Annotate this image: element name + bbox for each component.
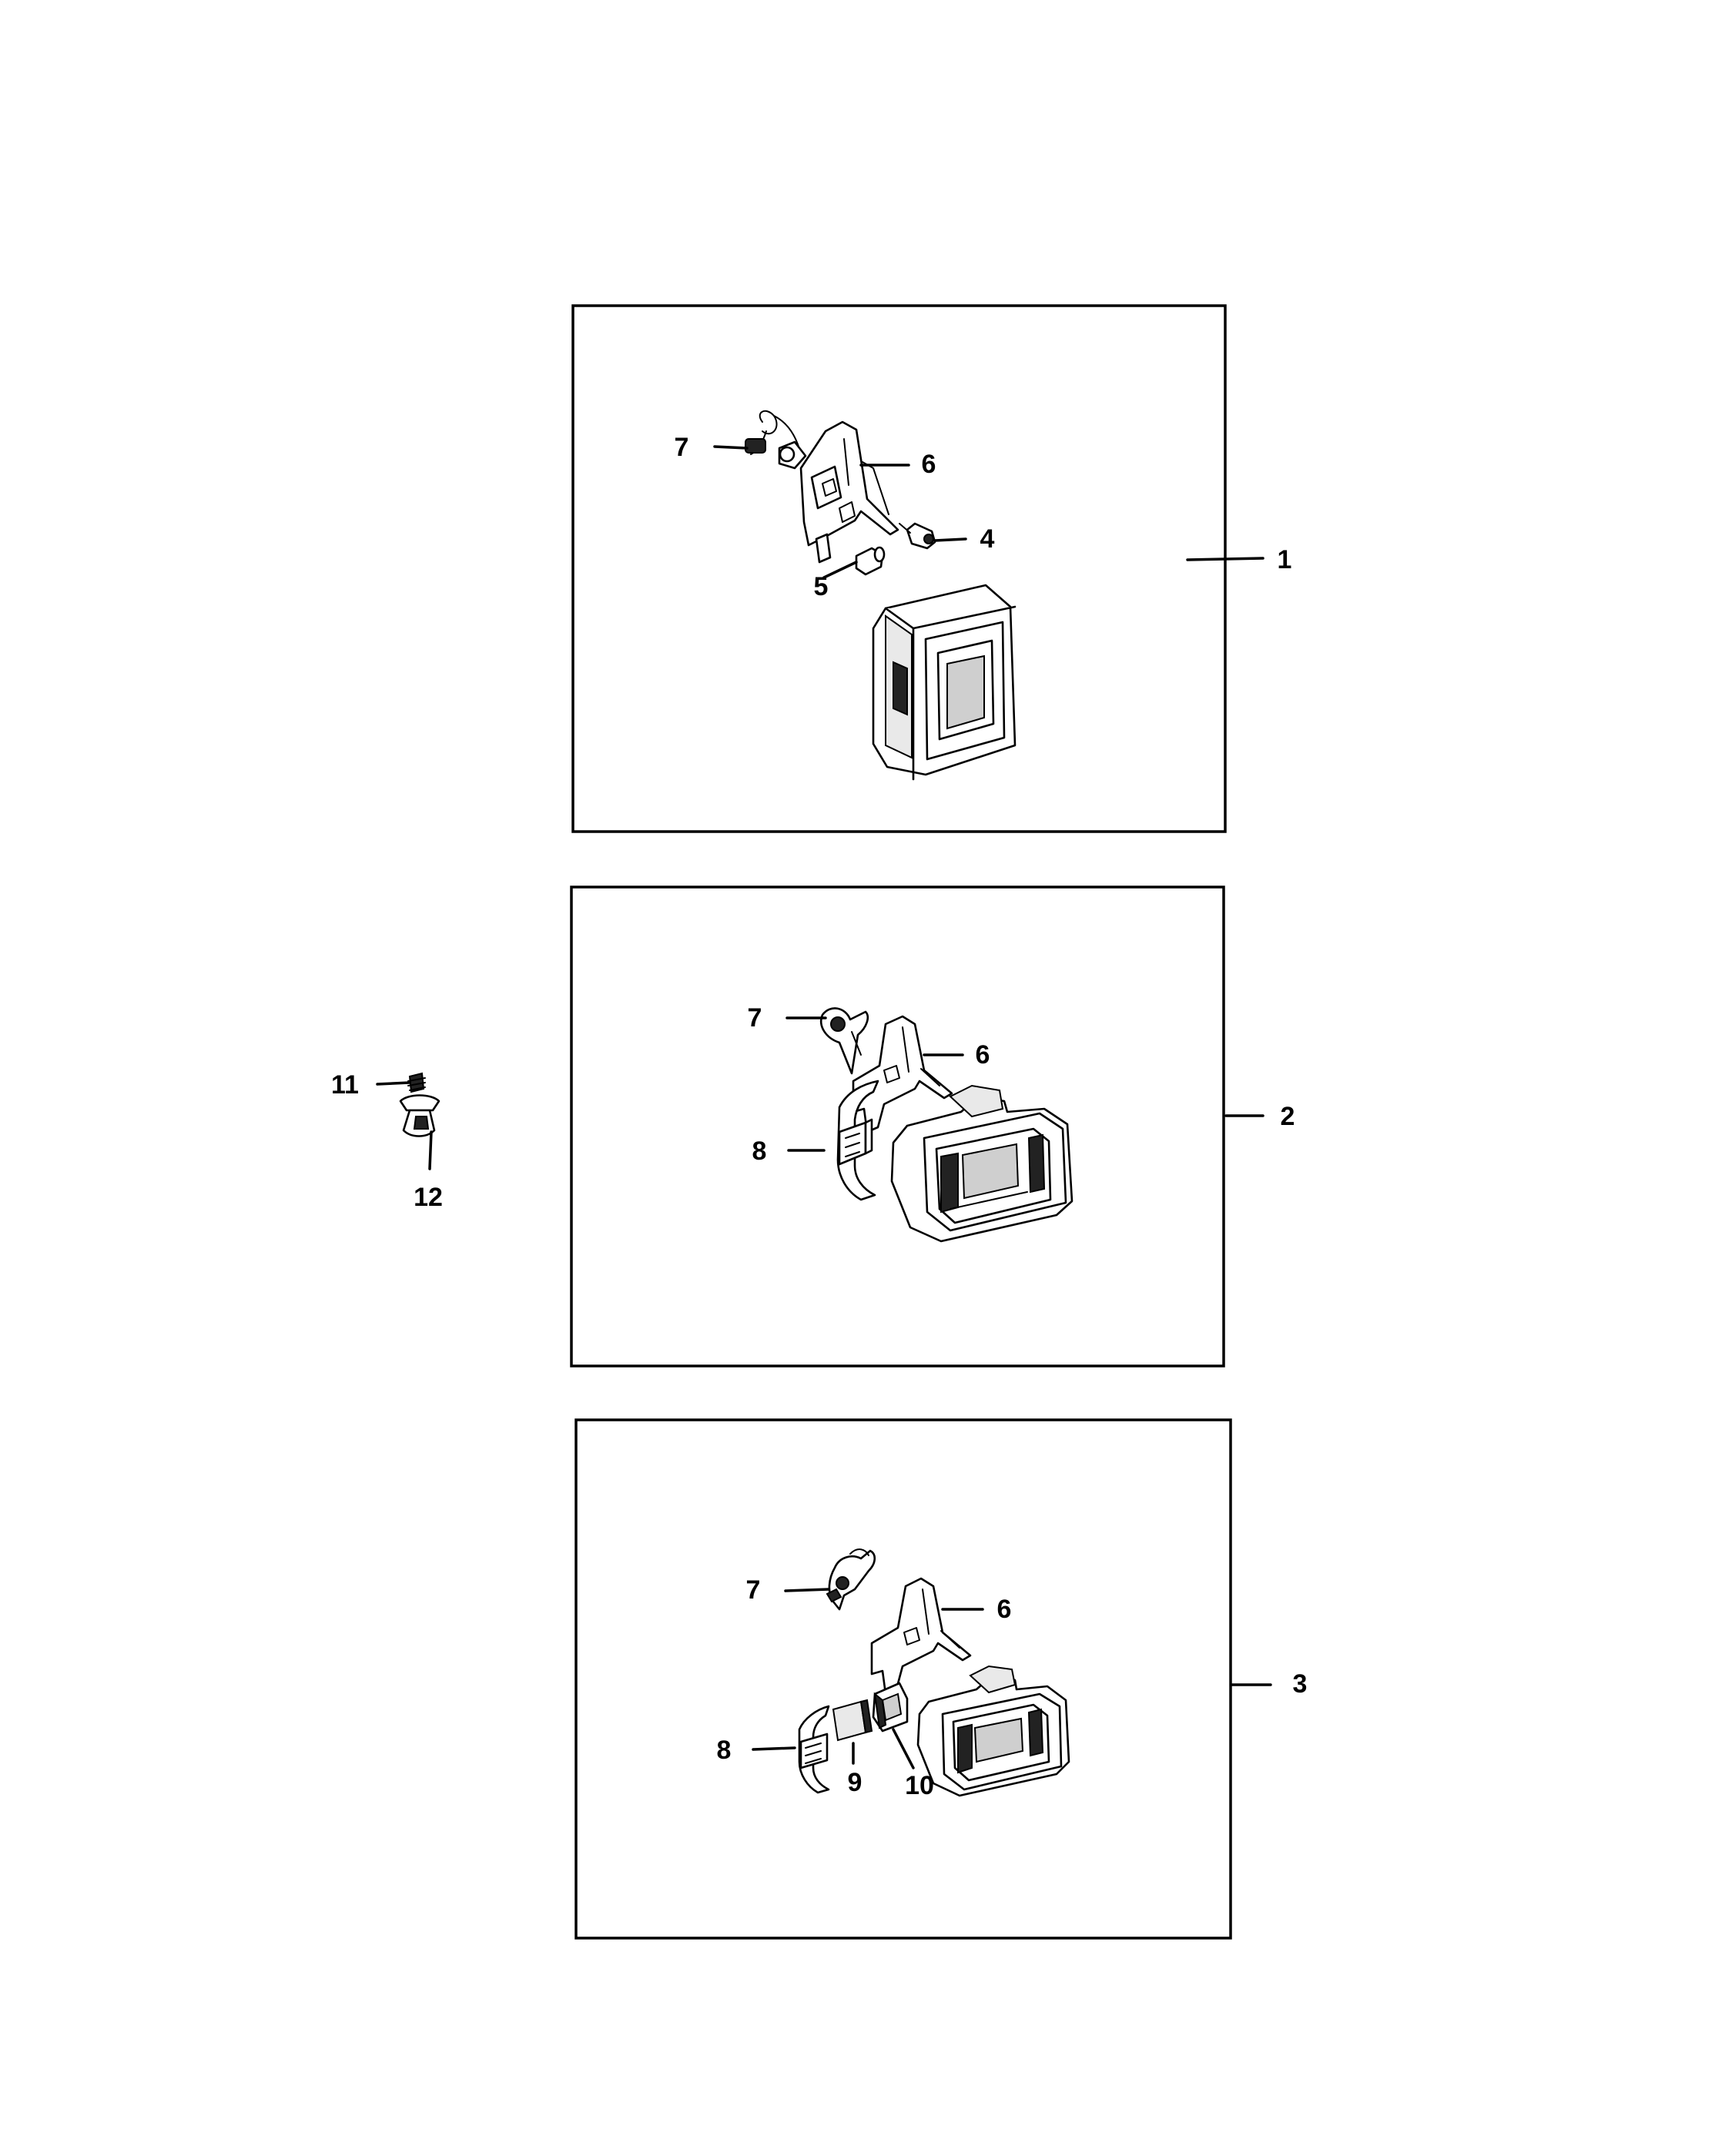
panel-1-callout[interactable]: 1 xyxy=(1278,545,1292,574)
panel-2-label-8[interactable]: 8 xyxy=(752,1137,767,1166)
panel-1-bulb-5 xyxy=(855,546,886,576)
panel-1-bracket xyxy=(799,420,899,564)
panel-2-label-7[interactable]: 7 xyxy=(748,1003,762,1033)
panel-2-socket xyxy=(820,1007,869,1075)
panel-2-label-6[interactable]: 6 xyxy=(976,1040,990,1070)
panel-3-frame xyxy=(574,1418,1232,1940)
panel-2-frame xyxy=(570,886,1225,1368)
panel-1-label-7[interactable]: 7 xyxy=(675,433,689,462)
panel-3-label-7[interactable]: 7 xyxy=(746,1575,761,1605)
panel-3: 3 7 6 8 9 xyxy=(574,1418,1308,1940)
panel-1-label-6[interactable]: 6 xyxy=(922,450,936,479)
panel-3-tail-lamp xyxy=(916,1665,1070,1797)
panel-1-leader xyxy=(1186,557,1264,561)
panel-3-label-8[interactable]: 8 xyxy=(717,1736,732,1765)
panel-1: 1 7 6 4 xyxy=(571,304,1292,833)
loose-fastener xyxy=(399,1072,440,1137)
panel-3-pad xyxy=(832,1699,873,1742)
panel-2-bracket xyxy=(852,1015,953,1133)
panel-3-socket xyxy=(826,1548,876,1611)
leader-11 xyxy=(376,1081,411,1086)
panel-3-trim xyxy=(798,1705,830,1794)
panel-1-bulb-4 xyxy=(899,522,936,550)
panel-1-frame xyxy=(571,304,1227,833)
panel-2-callout[interactable]: 2 xyxy=(1281,1102,1295,1131)
panel-3-label-10[interactable]: 10 xyxy=(905,1771,934,1800)
panel-2: 2 7 6 8 xyxy=(570,886,1295,1368)
panel-1-wire-harness xyxy=(745,410,807,470)
label-12[interactable]: 12 xyxy=(414,1183,443,1212)
panel-1-label-4[interactable]: 4 xyxy=(980,524,995,554)
panel-3-bracket xyxy=(870,1577,972,1696)
panel-2-trim xyxy=(836,1080,879,1201)
panel-3-gasket xyxy=(872,1682,909,1732)
panel-3-label-9[interactable]: 9 xyxy=(848,1768,862,1797)
label-11[interactable]: 11 xyxy=(331,1070,359,1100)
panel-3-callout[interactable]: 3 xyxy=(1293,1669,1308,1699)
panel-1-tail-lamp xyxy=(872,584,1017,781)
leader-12 xyxy=(428,1130,433,1170)
panel-3-label-6[interactable]: 6 xyxy=(997,1595,1012,1624)
panel-2-tail-lamp xyxy=(890,1084,1074,1243)
panel-1-label-5[interactable]: 5 xyxy=(814,572,829,601)
